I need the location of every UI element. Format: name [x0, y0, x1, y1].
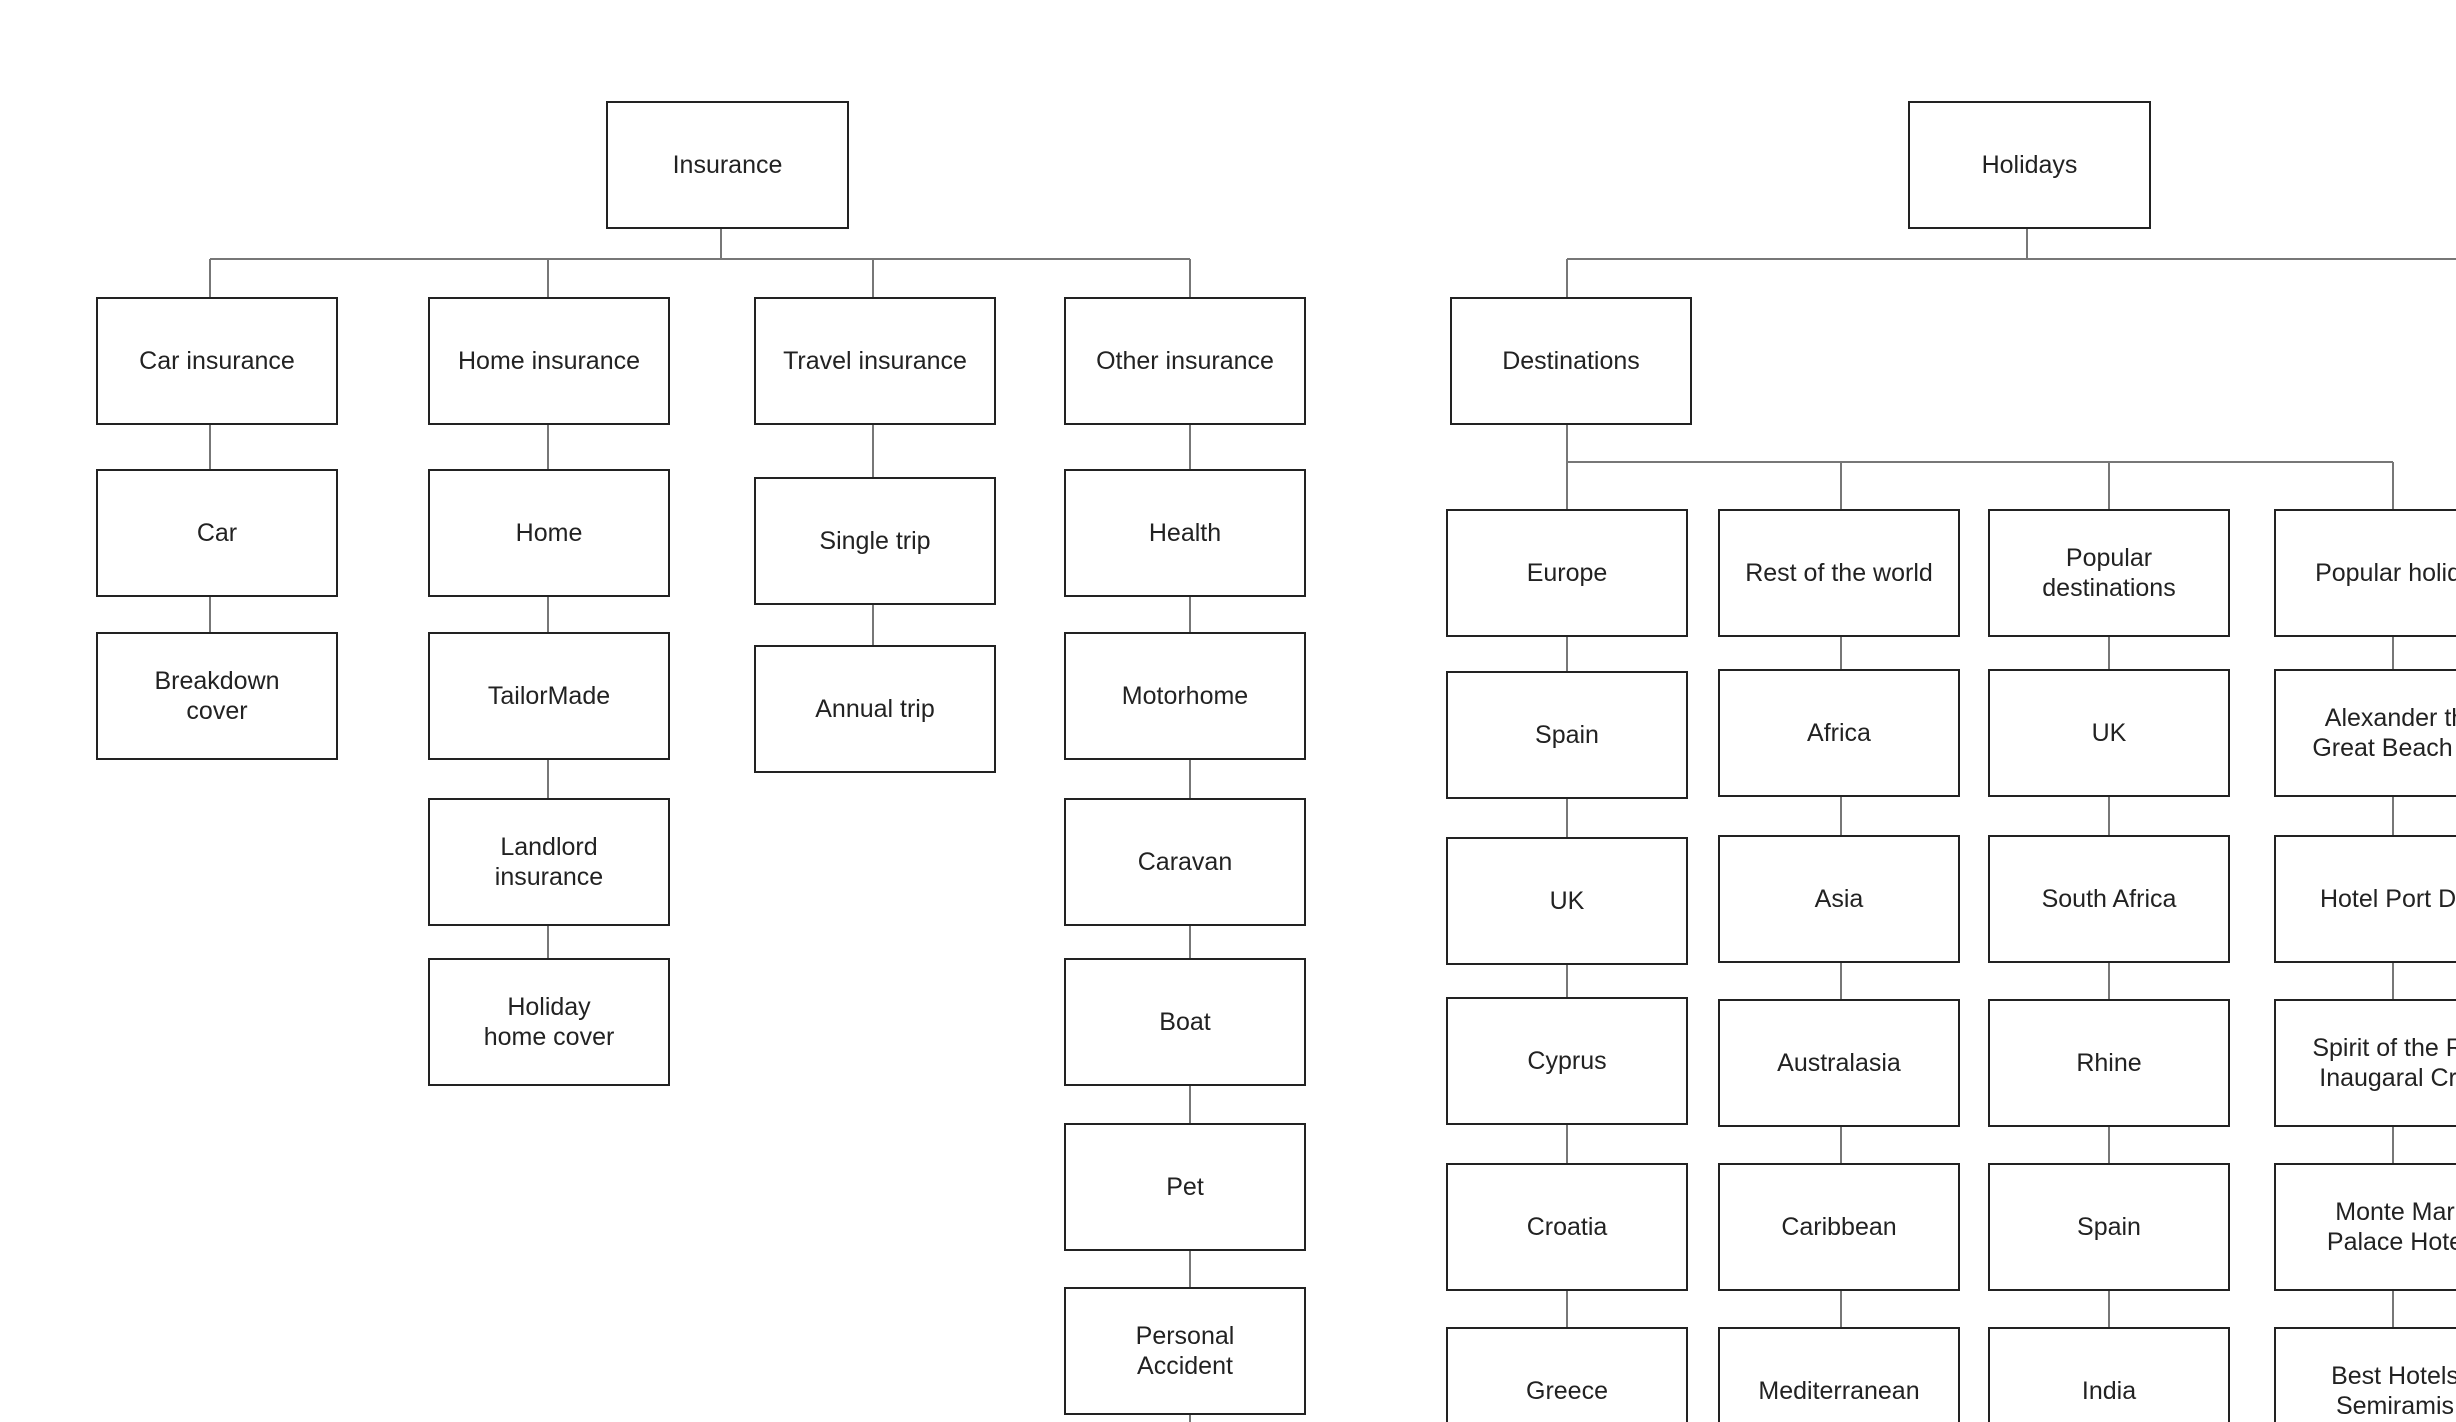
node-asia: Asia	[1718, 835, 1960, 963]
node-tailormade: TailorMade	[428, 632, 670, 760]
node-australasia: Australasia	[1718, 999, 1960, 1127]
node-rest-of-world: Rest of the world	[1718, 509, 1960, 637]
node-uk-popular: UK	[1988, 669, 2230, 797]
node-holidays: Holidays	[1908, 101, 2151, 229]
node-popular-holidays: Popular holida	[2274, 509, 2456, 637]
node-hotel-port: Hotel Port De	[2274, 835, 2456, 963]
node-spain-popular: Spain	[1988, 1163, 2230, 1291]
node-motorhome: Motorhome	[1064, 632, 1306, 760]
node-boat: Boat	[1064, 958, 1306, 1086]
node-holiday-home-cover: Holiday home cover	[428, 958, 670, 1086]
node-mediterranean: Mediterranean	[1718, 1327, 1960, 1422]
node-car: Car	[96, 469, 338, 597]
node-health: Health	[1064, 469, 1306, 597]
node-car-insurance: Car insurance	[96, 297, 338, 425]
node-travel-insurance: Travel insurance	[754, 297, 996, 425]
node-spirit-rhine: Spirit of the Rh Inaugaral Cru	[2274, 999, 2456, 1127]
node-alexander: Alexander th Great Beach H	[2274, 669, 2456, 797]
node-landlord-insurance: Landlord insurance	[428, 798, 670, 926]
node-destinations: Destinations	[1450, 297, 1692, 425]
node-home-insurance: Home insurance	[428, 297, 670, 425]
node-rhine: Rhine	[1988, 999, 2230, 1127]
node-croatia: Croatia	[1446, 1163, 1688, 1291]
node-pet: Pet	[1064, 1123, 1306, 1251]
connector-group	[209, 229, 2456, 1422]
node-caribbean: Caribbean	[1718, 1163, 1960, 1291]
node-home: Home	[428, 469, 670, 597]
node-south-africa: South Africa	[1988, 835, 2230, 963]
node-popular-destinations: Popular destinations	[1988, 509, 2230, 637]
node-europe: Europe	[1446, 509, 1688, 637]
node-caravan: Caravan	[1064, 798, 1306, 926]
node-breakdown-cover: Breakdown cover	[96, 632, 338, 760]
node-other-insurance: Other insurance	[1064, 297, 1306, 425]
node-insurance: Insurance	[606, 101, 849, 229]
node-single-trip: Single trip	[754, 477, 996, 605]
node-cyprus: Cyprus	[1446, 997, 1688, 1125]
node-annual-trip: Annual trip	[754, 645, 996, 773]
node-india: India	[1988, 1327, 2230, 1422]
node-greece: Greece	[1446, 1327, 1688, 1422]
node-spain: Spain	[1446, 671, 1688, 799]
node-personal-accident: Personal Accident	[1064, 1287, 1306, 1415]
node-best-hotels: Best Hotels Semiramis	[2274, 1327, 2456, 1422]
node-uk: UK	[1446, 837, 1688, 965]
node-monte-mar: Monte Mar Palace Hote	[2274, 1163, 2456, 1291]
node-africa: Africa	[1718, 669, 1960, 797]
